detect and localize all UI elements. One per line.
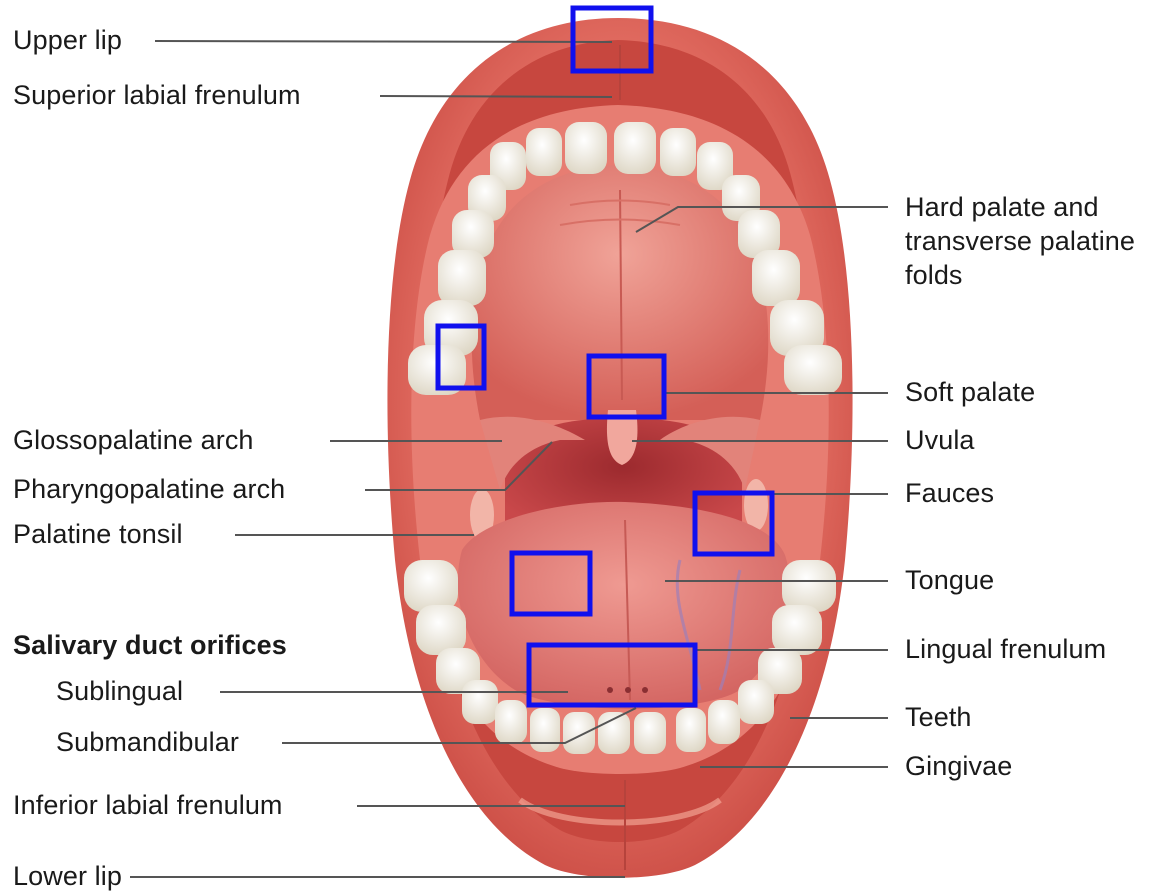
label-gingivae: Gingivae bbox=[905, 753, 1012, 780]
label-glossopalatine-arch: Glossopalatine arch bbox=[13, 427, 254, 454]
label-lower-lip: Lower lip bbox=[13, 863, 122, 890]
label-teeth: Teeth bbox=[905, 704, 972, 731]
label-submandibular: Submandibular bbox=[56, 729, 239, 756]
label-salivary-duct-orifices: Salivary duct orifices bbox=[13, 632, 287, 659]
label-fauces: Fauces bbox=[905, 480, 994, 507]
label-lingual-frenulum: Lingual frenulum bbox=[905, 636, 1106, 663]
label-superior-labial-frenulum: Superior labial frenulum bbox=[13, 82, 301, 109]
label-soft-palate: Soft palate bbox=[905, 379, 1035, 406]
label-uvula: Uvula bbox=[905, 427, 975, 454]
label-inferior-labial-frenulum: Inferior labial frenulum bbox=[13, 792, 283, 819]
label-upper-lip: Upper lip bbox=[13, 27, 122, 54]
label-pharyngopalatine-arch: Pharyngopalatine arch bbox=[13, 476, 285, 503]
label-sublingual: Sublingual bbox=[56, 678, 183, 705]
label-hard-palate: Hard palate and transverse palatine fold… bbox=[905, 190, 1175, 292]
tongue bbox=[458, 502, 790, 709]
label-palatine-tonsil: Palatine tonsil bbox=[13, 521, 183, 548]
label-tongue: Tongue bbox=[905, 567, 994, 594]
